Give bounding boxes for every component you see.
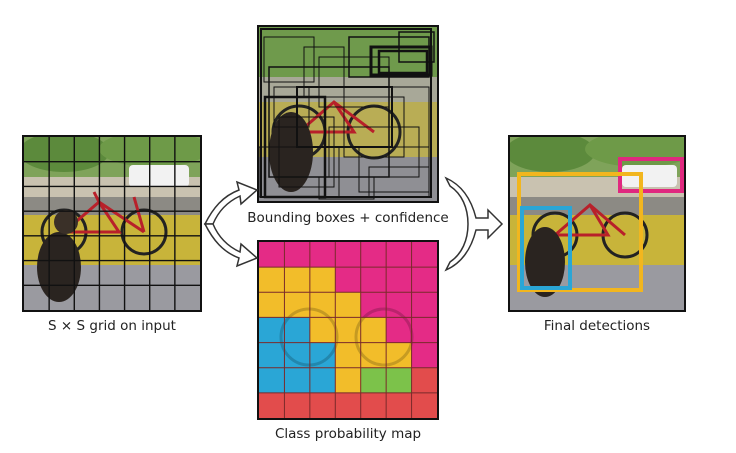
class-cell-magenta [386,317,413,344]
class-cell-cyan [259,367,285,394]
bounding-boxes-image [257,25,439,203]
class-cell-yellow [335,292,362,318]
class-cell-cyan [259,317,285,344]
bicycle-wheel [120,208,168,256]
class-cell-magenta [411,242,437,268]
class-cell-red [335,392,362,418]
merge-arrow-icon [444,176,504,272]
candidate-box [369,45,433,77]
class-cell-magenta [386,292,413,318]
class-cell-red [386,392,413,418]
class-cell-yellow [259,292,285,318]
class-cell-magenta [411,267,437,293]
caption-bounding-boxes: Bounding boxes + confidence [247,210,449,226]
class-cell-magenta [360,267,387,293]
curved-arrow-down-icon [203,223,259,268]
detection-box-bicycle [517,172,643,292]
class-cell-yellow [360,317,387,344]
candidate-box [263,36,315,83]
class-cell-magenta [411,317,437,344]
class-cells [259,242,437,418]
class-cell-yellow [386,342,413,369]
candidate-box [260,28,432,198]
class-cell-yellow [335,367,362,394]
class-cell-magenta [386,242,413,268]
class-cell-green [360,367,387,394]
class-cell-magenta [284,242,311,268]
class-cell-cyan [309,367,336,394]
class-cell-cyan [284,342,311,369]
caption-grid-input: S × S grid on input [48,318,176,334]
class-cell-cyan [259,342,285,369]
class-cell-red [411,392,437,418]
class-cell-magenta [335,267,362,293]
candidate-box [259,146,340,198]
candidate-box [273,86,310,128]
class-grid-lines [259,242,437,418]
class-cell-cyan [284,317,311,344]
class-cell-magenta [411,292,437,318]
car-shape [129,165,189,187]
class-cell-magenta [335,242,362,268]
class-cell-magenta [309,242,336,268]
sxs-grid [24,137,200,310]
class-cell-magenta [360,292,387,318]
curved-arrow-up-icon [203,180,259,225]
candidate-box [343,96,405,158]
scene-with-grid [24,137,200,310]
scene-with-boxes [259,27,437,201]
class-cell-yellow [284,267,311,293]
class-cell-yellow [309,292,336,318]
candidate-box [398,31,435,63]
final-detections-image [508,135,686,312]
class-cell-red [360,392,387,418]
candidate-box [368,166,430,198]
class-cell-yellow [259,267,285,293]
class-cell-magenta [360,242,387,268]
class-cell-red [259,392,285,418]
candidate-box [318,56,390,108]
class-cell-yellow [284,292,311,318]
class-cell-yellow [335,342,362,369]
merge-arrow [444,176,504,272]
detection-box-dog [520,206,572,290]
candidate-boxes [259,28,435,200]
split-arrow [203,180,259,268]
grid-input-image [22,135,202,312]
class-cell-yellow [309,317,336,344]
class-cell-yellow [360,342,387,369]
caption-class-map: Class probability map [274,426,422,442]
dog-shape [37,232,81,302]
class-cell-yellow [335,317,362,344]
class-cell-cyan [284,367,311,394]
class-cell-magenta [259,242,285,268]
candidate-box [318,176,375,200]
class-cell-red [284,392,311,418]
class-cell-red [411,367,437,394]
candidate-box [303,46,345,98]
class-cell-magenta [386,267,413,293]
scene-background [24,137,200,310]
class-cell-red [309,392,336,418]
class-cell-green [386,367,413,394]
class-probability-map [257,240,439,420]
class-cell-yellow [309,267,336,293]
candidate-box [278,116,335,188]
class-cell-magenta [411,342,437,369]
caption-final: Final detections [543,318,651,334]
class-map-grid [259,242,437,418]
class-cell-cyan [309,342,336,369]
scene-with-detections [510,137,684,310]
